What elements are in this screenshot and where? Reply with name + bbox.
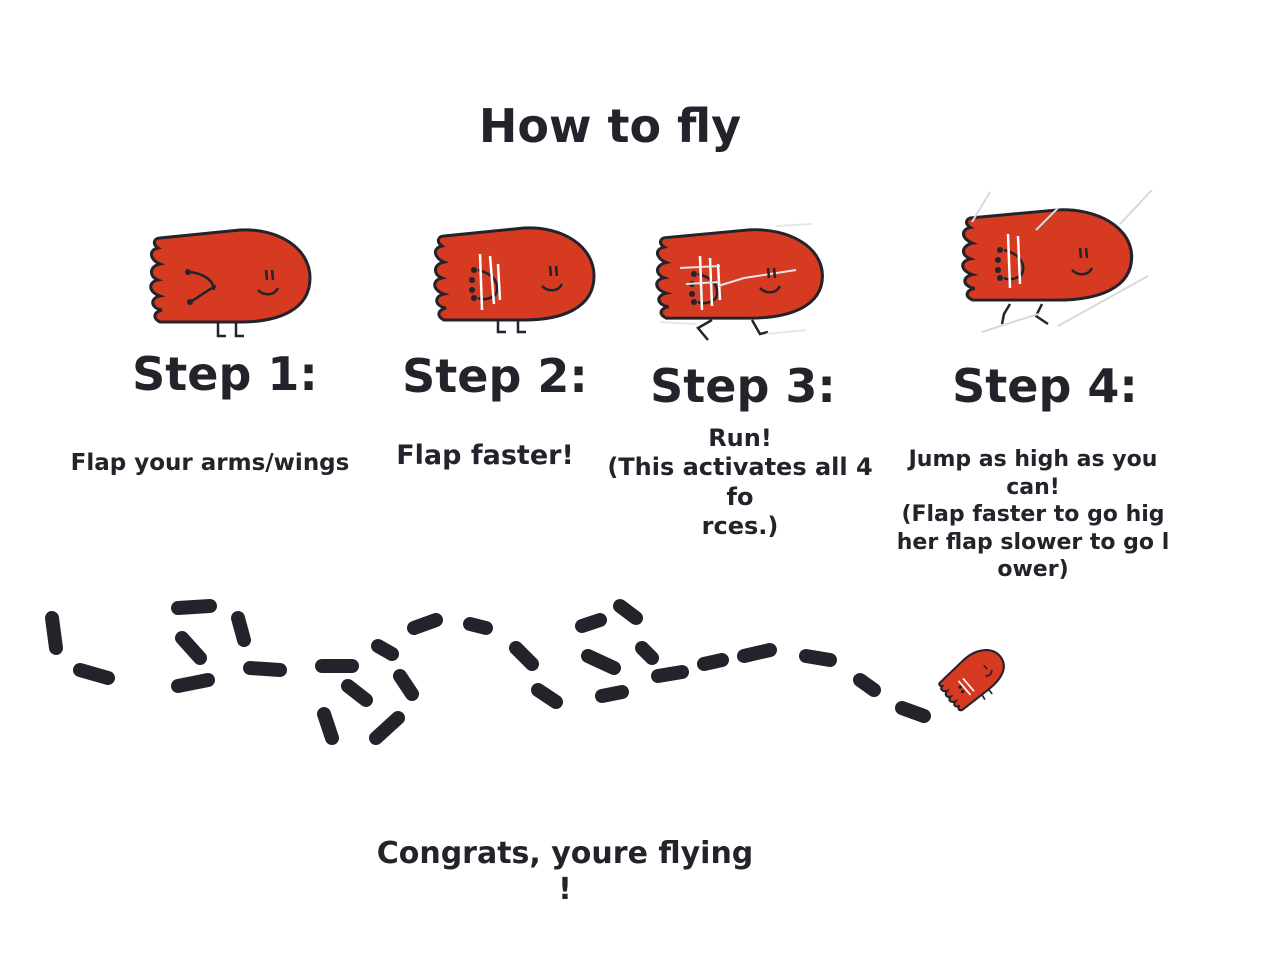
creature-flapping-icon [433, 226, 596, 334]
page-title: How to fly [478, 99, 742, 153]
creature-flying-icon [934, 639, 1013, 714]
creature-jumping-icon [961, 189, 1153, 333]
creature-running-icon [655, 223, 824, 341]
step-3-description: Run! (This activates all 4 fo rces.) [607, 424, 873, 540]
step-4-heading: Step 4: [952, 359, 1138, 413]
step-4-description: Jump as high as you can! (Flap faster to… [896, 447, 1170, 582]
step-2-description: Flap faster! [396, 440, 574, 471]
step-1-heading: Step 1: [132, 347, 318, 401]
step-1-description: Flap your arms/wings [70, 450, 350, 476]
step-2-heading: Step 2: [402, 349, 588, 403]
creature-standing-icon [149, 228, 312, 338]
step-3-heading: Step 3: [650, 359, 836, 413]
congrats-message: Congrats, youre flying ! [376, 836, 754, 907]
flight-path-trail [45, 599, 931, 745]
